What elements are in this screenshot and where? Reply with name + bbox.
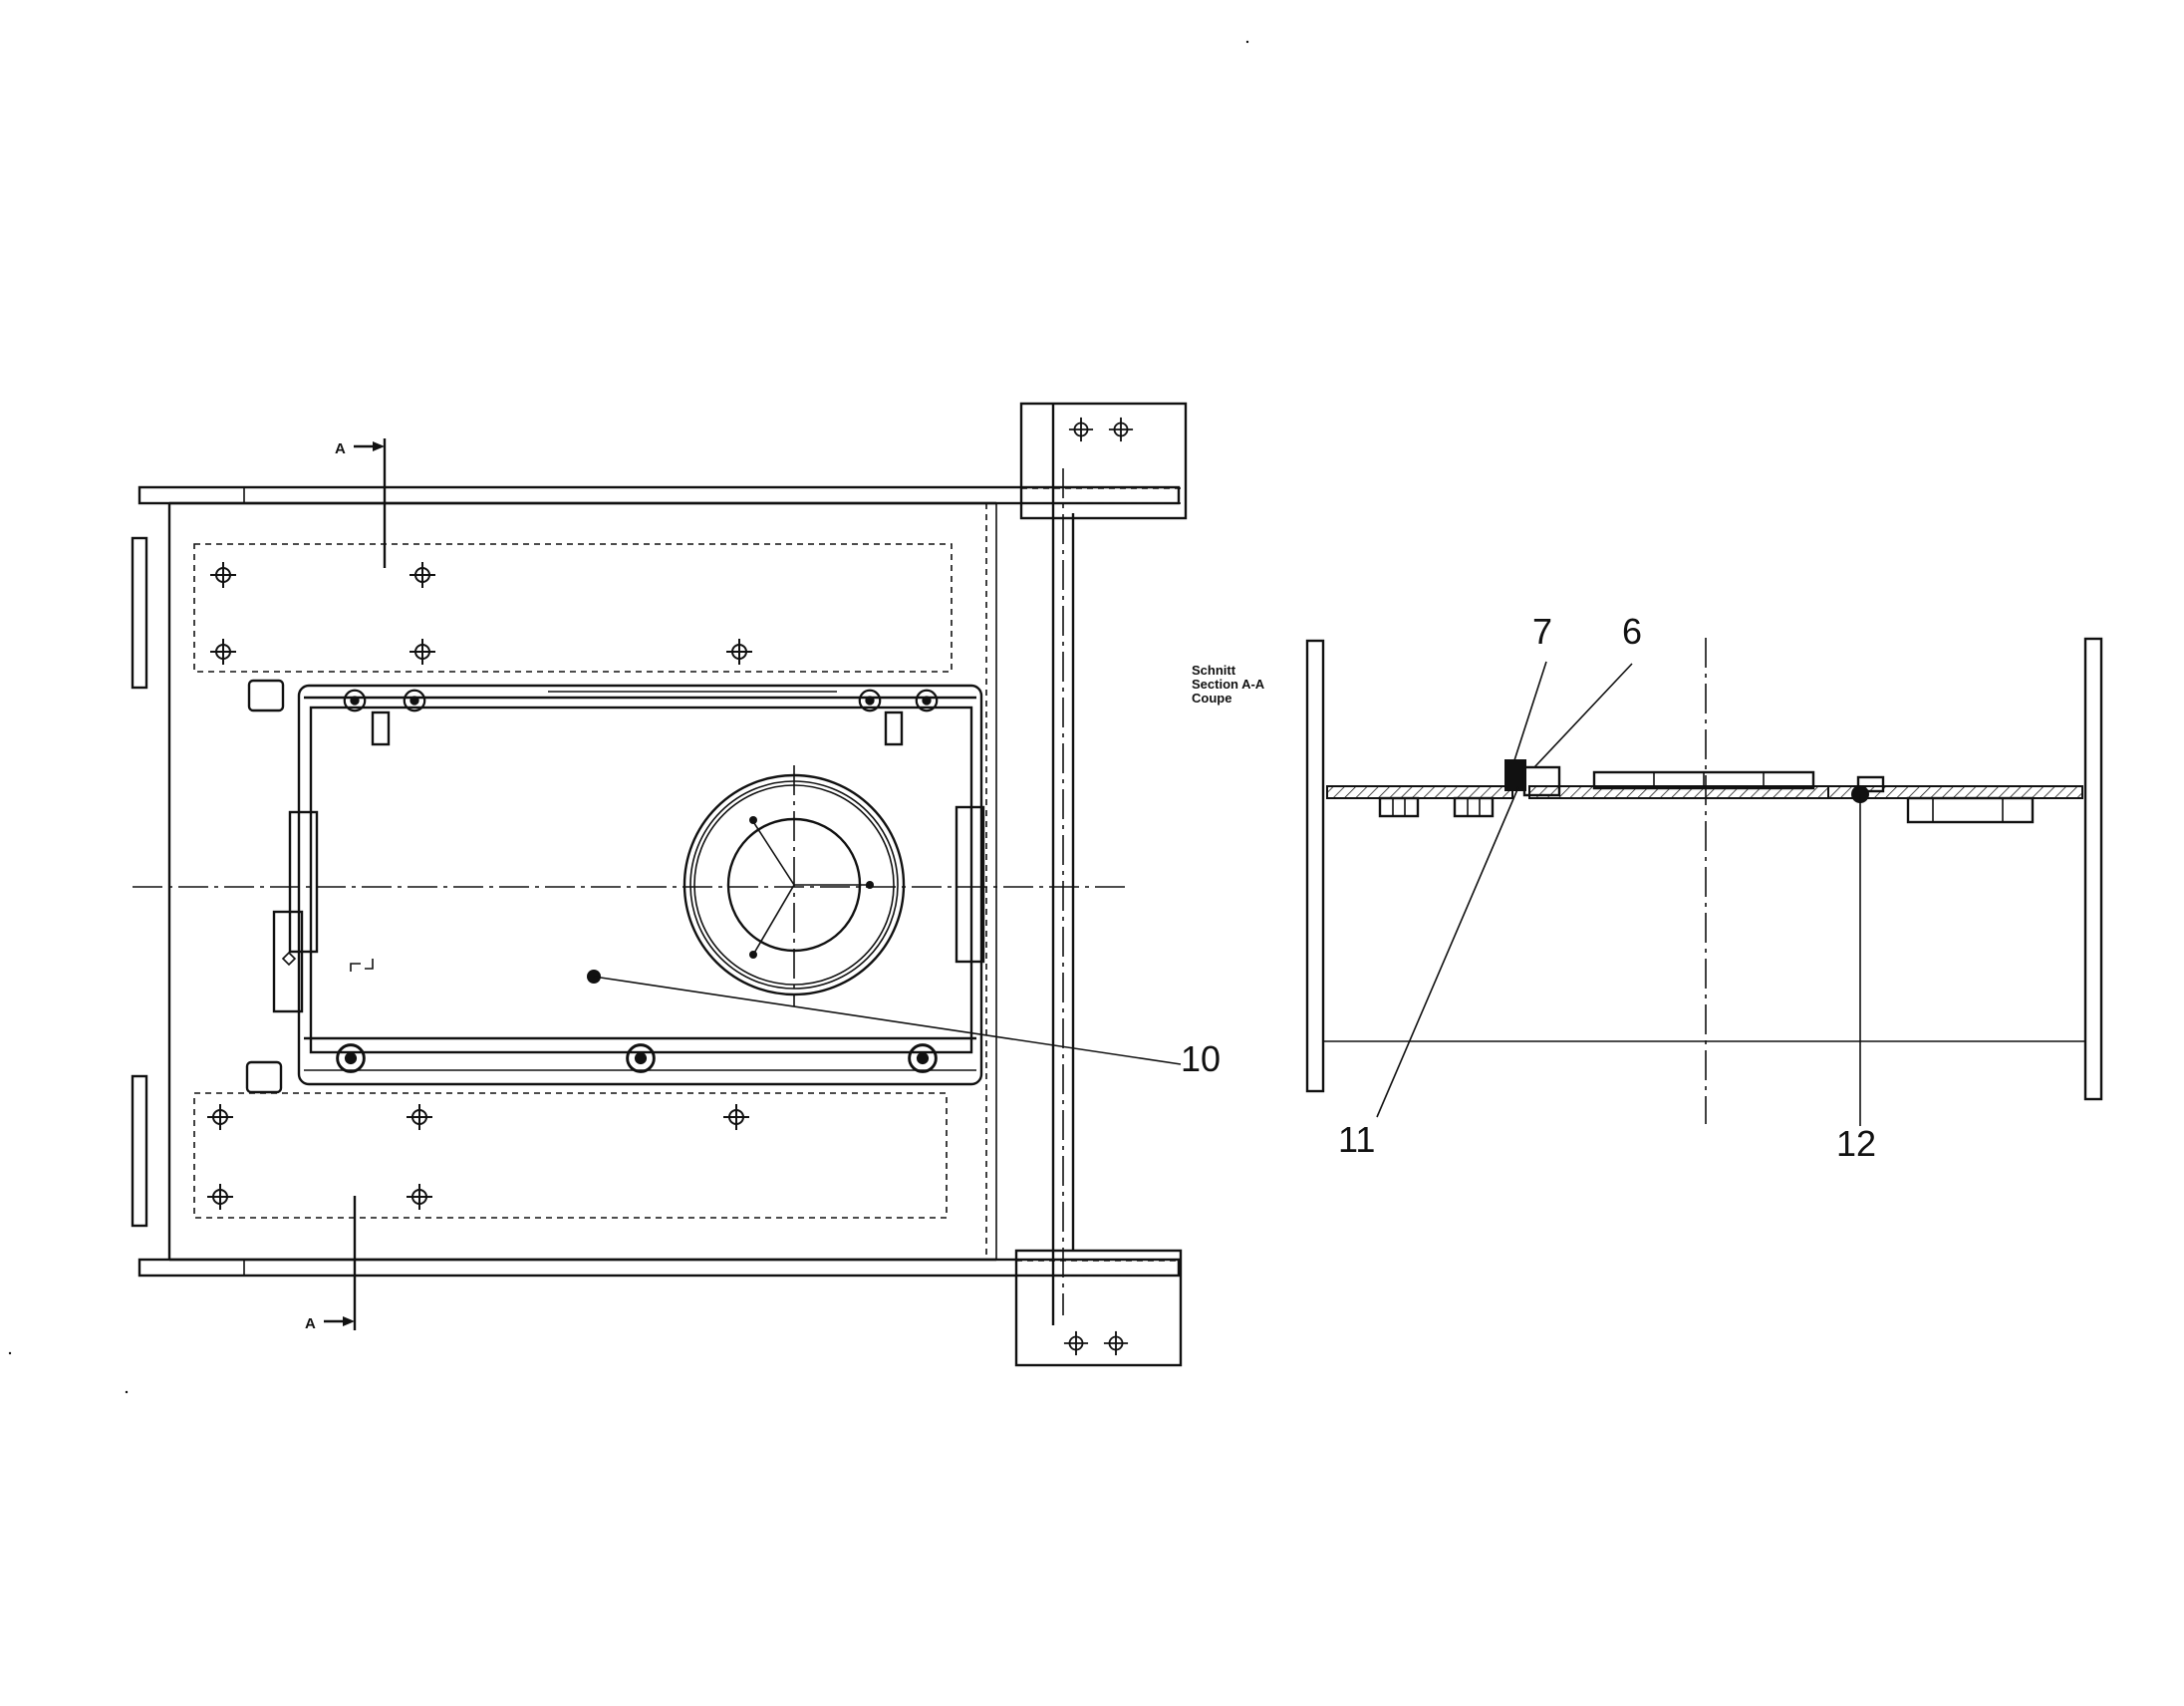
deck-left (1326, 785, 1513, 799)
callout-6: 6 (1622, 611, 1642, 652)
turntable (682, 765, 906, 1006)
section-title-line-3: Coupe (1192, 691, 1231, 706)
roller-icon (908, 1043, 938, 1073)
section-marker-top: A (335, 440, 346, 457)
hole-icon (722, 1103, 750, 1131)
hole-icon (409, 561, 436, 589)
left-side-plate-upper (131, 536, 148, 690)
hole-icon (206, 1183, 234, 1211)
left-guide (288, 810, 319, 954)
roller-icon (336, 1043, 366, 1073)
plan-view (131, 402, 1188, 1367)
callout-11: 11 (1338, 1119, 1375, 1160)
left-latch (272, 910, 304, 1013)
hole-icon (1103, 1330, 1129, 1356)
right-post (2083, 637, 2103, 1101)
item-7-fitting (1504, 759, 1526, 791)
frame-bottom-rail (137, 1258, 1181, 1278)
carriage-inner (309, 706, 973, 1054)
hole-icon (406, 1183, 433, 1211)
right-guide (955, 805, 985, 964)
top-mounting-plate (193, 543, 953, 673)
roller-icon (626, 1043, 656, 1073)
hole-icon (406, 1103, 433, 1131)
hole-icon (1068, 417, 1094, 442)
callout-7: 7 (1532, 611, 1552, 652)
section-marker-bottom: A (305, 1315, 316, 1332)
hole-icon (409, 638, 436, 666)
section-view (1305, 637, 2103, 1126)
section-title-line-1: Schnitt (1192, 663, 1236, 678)
frame-top-rail (137, 485, 1181, 505)
carriage-outer (297, 684, 983, 1086)
callout-10: 10 (1181, 1038, 1221, 1079)
callout-12: 12 (1836, 1123, 1876, 1164)
left-side-plate-lower (131, 1074, 148, 1228)
section-title-line-2: Section A-A (1192, 677, 1265, 692)
lower-bracket (1014, 1249, 1183, 1367)
hole-icon (206, 1103, 234, 1131)
hole-icon (725, 638, 753, 666)
bottom-mounting-plate (193, 1092, 948, 1219)
hole-icon (1063, 1330, 1089, 1356)
hole-icon (1108, 417, 1134, 442)
hole-icon (209, 638, 237, 666)
upper-bracket (1019, 402, 1188, 520)
corner-block-upper (247, 679, 285, 712)
hole-icon (209, 561, 237, 589)
left-post (1305, 639, 1325, 1093)
corner-block-lower (245, 1060, 283, 1094)
